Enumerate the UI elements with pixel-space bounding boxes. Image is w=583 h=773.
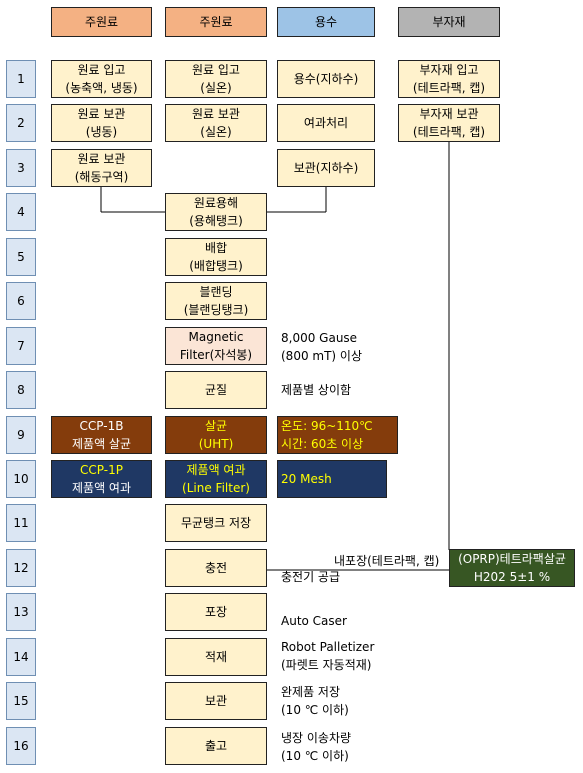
note-inner-packaging: 내포장(테트라팩, 캡) — [334, 554, 440, 568]
process-box-shipping: 출고 — [165, 727, 267, 765]
process-box-raw-storage-frozen: 원료 보관(냉동) — [51, 104, 152, 142]
critical-limit-filtration: 20 Mesh — [277, 460, 387, 498]
process-box-raw-receiving-frozen: 원료 입고(농축액, 냉동) — [51, 60, 152, 98]
process-box-dissolving: 원료용해(용해탱크) — [165, 193, 267, 231]
step-number: 12 — [6, 549, 36, 587]
note-filling: 충전기 공급 — [281, 570, 341, 584]
step-number: 10 — [6, 460, 36, 498]
process-box-storage: 보관 — [165, 682, 267, 720]
step-number: 15 — [6, 682, 36, 720]
process-box-product-filtration: 제품액 여과(Line Filter) — [165, 460, 267, 498]
process-box-water-storage: 보관(지하수) — [277, 149, 375, 187]
step-number: 11 — [6, 504, 36, 542]
step-number: 16 — [6, 727, 36, 765]
step-number: 7 — [6, 327, 36, 365]
step-number: 13 — [6, 593, 36, 631]
step-number: 8 — [6, 371, 36, 409]
note-palletizing: Robot Palletizer(파렛트 자동적재) — [281, 640, 375, 672]
header-main-ingredient-1: 주원료 — [51, 7, 152, 37]
process-box-aseptic-tank: 무균탱크 저장 — [165, 504, 267, 542]
header-packaging: 부자재 — [398, 7, 500, 37]
process-box-palletizing: 적재 — [165, 638, 267, 676]
process-box-packaging-storage: 부자재 보관(테트라팩, 캡) — [398, 104, 500, 142]
header-main-ingredient-2: 주원료 — [165, 7, 267, 37]
process-box-raw-receiving-ambient: 원료 입고(실온) — [165, 60, 267, 98]
process-box-packaging-receiving: 부자재 입고(테트라팩, 캡) — [398, 60, 500, 98]
step-number: 2 — [6, 104, 36, 142]
header-water: 용수 — [277, 7, 375, 37]
step-number: 1 — [6, 60, 36, 98]
process-box-raw-storage-ambient: 원료 보관(실온) — [165, 104, 267, 142]
process-box-packing: 포장 — [165, 593, 267, 631]
process-box-groundwater: 용수(지하수) — [277, 60, 375, 98]
note-magnetic-filter: 8,000 Gause(800 mT) 이상 — [281, 331, 362, 363]
header-label: 부자재 — [432, 15, 466, 29]
note-homogenizing: 제품별 상이함 — [281, 383, 352, 397]
step-number: 14 — [6, 638, 36, 676]
process-box-homogenizing: 균질 — [165, 371, 267, 409]
header-label: 용수 — [314, 15, 338, 29]
header-label: 주원료 — [84, 15, 119, 29]
step-number: 6 — [6, 282, 36, 320]
step-number: 4 — [6, 193, 36, 231]
process-box-mixing: 배합(배합탱크) — [165, 238, 267, 276]
step-number: 5 — [6, 238, 36, 276]
note-storage: 완제품 저장(10 ℃ 이하) — [281, 685, 349, 717]
process-box-sterilization: 살균(UHT) — [165, 416, 267, 454]
process-box-raw-storage-thaw: 원료 보관(해동구역) — [51, 149, 152, 187]
note-packing: Auto Caser — [281, 614, 347, 628]
step-number: 9 — [6, 416, 36, 454]
process-box-filtration: 여과처리 — [277, 104, 375, 142]
note-shipping: 냉장 이송차량(10 ℃ 이하) — [281, 731, 352, 763]
header-label: 주원료 — [199, 15, 233, 29]
process-box-blending: 블랜딩(블랜딩탱크) — [165, 282, 267, 320]
step-number: 3 — [6, 149, 36, 187]
process-box-filling: 충전 — [165, 549, 267, 587]
